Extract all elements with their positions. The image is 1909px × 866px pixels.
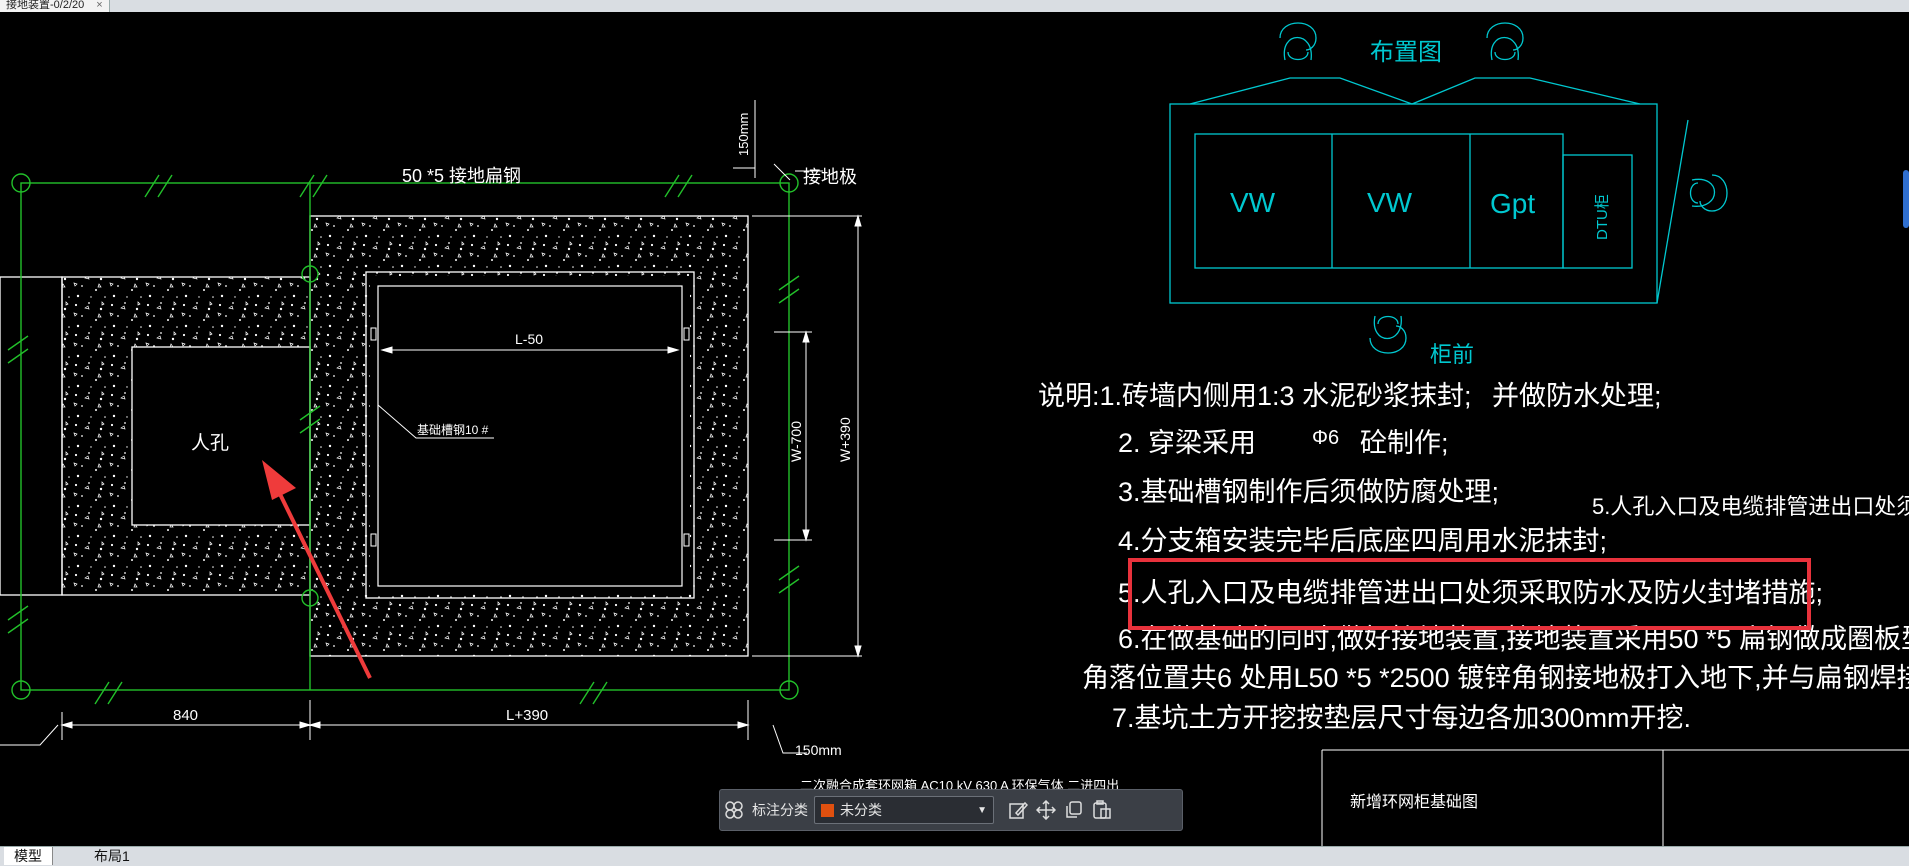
person-icon <box>1369 315 1407 354</box>
cad-canvas[interactable]: 50 *5 接地扁钢 接地极 150mm 人孔 基础槽钢10 # L-50 W-… <box>0 12 1909 846</box>
note-2: 2. 穿梁采用 <box>1118 428 1256 458</box>
note-5-right: 5.人孔入口及电缆排管进出口处须采 <box>1592 494 1909 519</box>
category-swatch <box>821 803 834 817</box>
edit-icon[interactable] <box>1004 796 1032 824</box>
copy-icon[interactable] <box>1060 796 1088 824</box>
chevron-down-icon: ▼ <box>977 804 987 816</box>
cabinet-dtu: DTU柜 <box>1594 194 1611 240</box>
layout-title: 布置图 <box>1370 39 1442 66</box>
cabinet-front-label: 柜前 <box>1430 342 1474 367</box>
note-5: 5.人孔入口及电缆排管进出口处须采取防水及防火封堵措施; <box>1118 578 1823 608</box>
category-select[interactable]: 未分类 ▼ <box>814 796 994 824</box>
paste-icon[interactable] <box>1088 796 1116 824</box>
cabinet-gpt: Gpt <box>1490 188 1535 219</box>
flat-steel-label: 50 *5 接地扁钢 <box>402 166 521 186</box>
close-tab-icon[interactable]: × <box>96 0 103 11</box>
grounding-ring <box>7 173 800 705</box>
channel-steel-label: 基础槽钢10 # <box>417 423 489 437</box>
ground-rod-label: 接地极 <box>803 167 857 187</box>
person-icon <box>1689 174 1728 212</box>
category-value: 未分类 <box>840 802 882 818</box>
dim-w390-label: W+390 <box>837 417 853 462</box>
scrollbar-thumb[interactable] <box>1903 170 1909 228</box>
document-tab[interactable]: 接地装置-0/2/20 × <box>0 0 110 12</box>
tab-model[interactable]: 模型 <box>4 847 53 865</box>
manhole-label: 人孔 <box>191 432 229 454</box>
note-1b: 并做防水处理; <box>1492 381 1662 411</box>
dim-w700-label: W-700 <box>788 421 804 462</box>
note-2-phi: Φ6 <box>1312 427 1339 449</box>
cabinet-vw-1: VW <box>1230 187 1276 218</box>
person-icon <box>1486 22 1524 61</box>
note-2b: 砼制作; <box>1360 428 1449 458</box>
cabinet-vw-2: VW <box>1367 187 1413 218</box>
sheet-tab-bar: 模型 布局1 <box>0 846 1909 866</box>
toolbar-label: 标注分类 <box>752 802 808 818</box>
title-bar: 接地装置-0/2/20 × <box>0 0 1909 12</box>
annotation-arrow <box>262 460 372 679</box>
document-tab-label: 接地装置-0/2/20 <box>6 0 85 11</box>
dim-150-bottom: 150mm <box>795 742 842 758</box>
markup-toolbar: 标注分类 未分类 ▼ <box>719 789 1183 831</box>
dim-l390-label: L+390 <box>506 707 548 724</box>
note-3: 3.基础槽钢制作后须做防腐处理; <box>1118 477 1499 507</box>
note-7: 7.基坑土方开挖按垫层尺寸每边各加300mm开挖. <box>1112 703 1691 733</box>
markup-grid-icon[interactable] <box>720 796 748 824</box>
note-6b: 角落位置共6 处用L50 *5 *2500 镀锌角钢接地极打入地下,并与扁钢焊接… <box>1082 663 1909 693</box>
tab-layout1[interactable]: 布局1 <box>94 848 130 864</box>
highlight-box <box>1128 558 1811 630</box>
foundation-concrete <box>0 215 749 657</box>
title-block-label: 新增环网柜基础图 <box>1350 793 1478 811</box>
notes: 说明:1.砖墙内侧用1:3 水泥砂浆抹封; 并做防水处理; 2. 穿梁采用 Φ6… <box>1038 381 1909 733</box>
move-icon[interactable] <box>1032 796 1060 824</box>
cabinet-layout <box>1169 22 1728 354</box>
note-4: 4.分支箱安装完毕后底座四周用水泥抹封; <box>1118 526 1607 556</box>
note-1: 说明:1.砖墙内侧用1:3 水泥砂浆抹封; <box>1038 381 1472 411</box>
dimension-lines <box>0 100 1909 846</box>
cabinet-labels: 布置图 柜前 VW VW Gpt DTU柜 <box>1230 39 1611 367</box>
dim-l50-label: L-50 <box>515 331 543 347</box>
dim-150-vertical: 150mm <box>736 113 751 156</box>
person-icon <box>1279 22 1317 61</box>
dim-840-label: 840 <box>173 707 198 724</box>
